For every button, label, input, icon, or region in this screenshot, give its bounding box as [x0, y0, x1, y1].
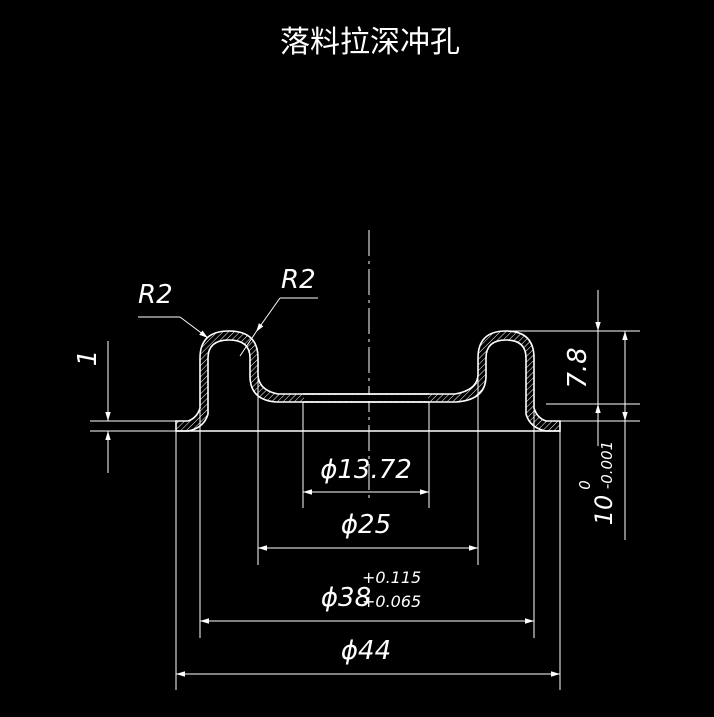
total-height-label: 10: [590, 495, 618, 526]
leader-right: [255, 297, 281, 333]
total-height-tol-upper: 0: [576, 480, 594, 490]
thickness-label: 1: [73, 350, 103, 367]
dim-label-inner: ϕ25: [341, 510, 391, 540]
leader-right-tail: [239, 331, 257, 357]
hole-gap: [304, 395, 428, 401]
leader-left: [179, 316, 209, 339]
dim-label-outer-tol-upper: +0.115: [362, 568, 421, 587]
total-height-tol-lower: -0.001: [598, 441, 616, 489]
diameter-dimensions: ϕ13.72 ϕ25 ϕ38 +0.115 +0.065 ϕ44: [175, 360, 561, 690]
radius-left-label: R2: [138, 280, 173, 310]
thickness-dimension: 1: [73, 341, 176, 473]
height-label: 7.8: [563, 347, 593, 388]
radius-right-label: R2: [281, 265, 316, 295]
radius-leaders: R2 R2: [138, 265, 318, 357]
dim-label-flange: ϕ44: [341, 636, 391, 666]
dim-label-outer: ϕ38: [321, 583, 371, 613]
total-height-dimension: 10 0 -0.001: [560, 331, 640, 540]
part-section: [175, 330, 561, 432]
dim-label-hole: ϕ13.72: [320, 455, 412, 485]
drawing-title: 落料拉深冲孔: [280, 25, 460, 60]
dim-label-outer-tol-lower: +0.065: [362, 592, 421, 611]
part-profile: [175, 330, 561, 432]
